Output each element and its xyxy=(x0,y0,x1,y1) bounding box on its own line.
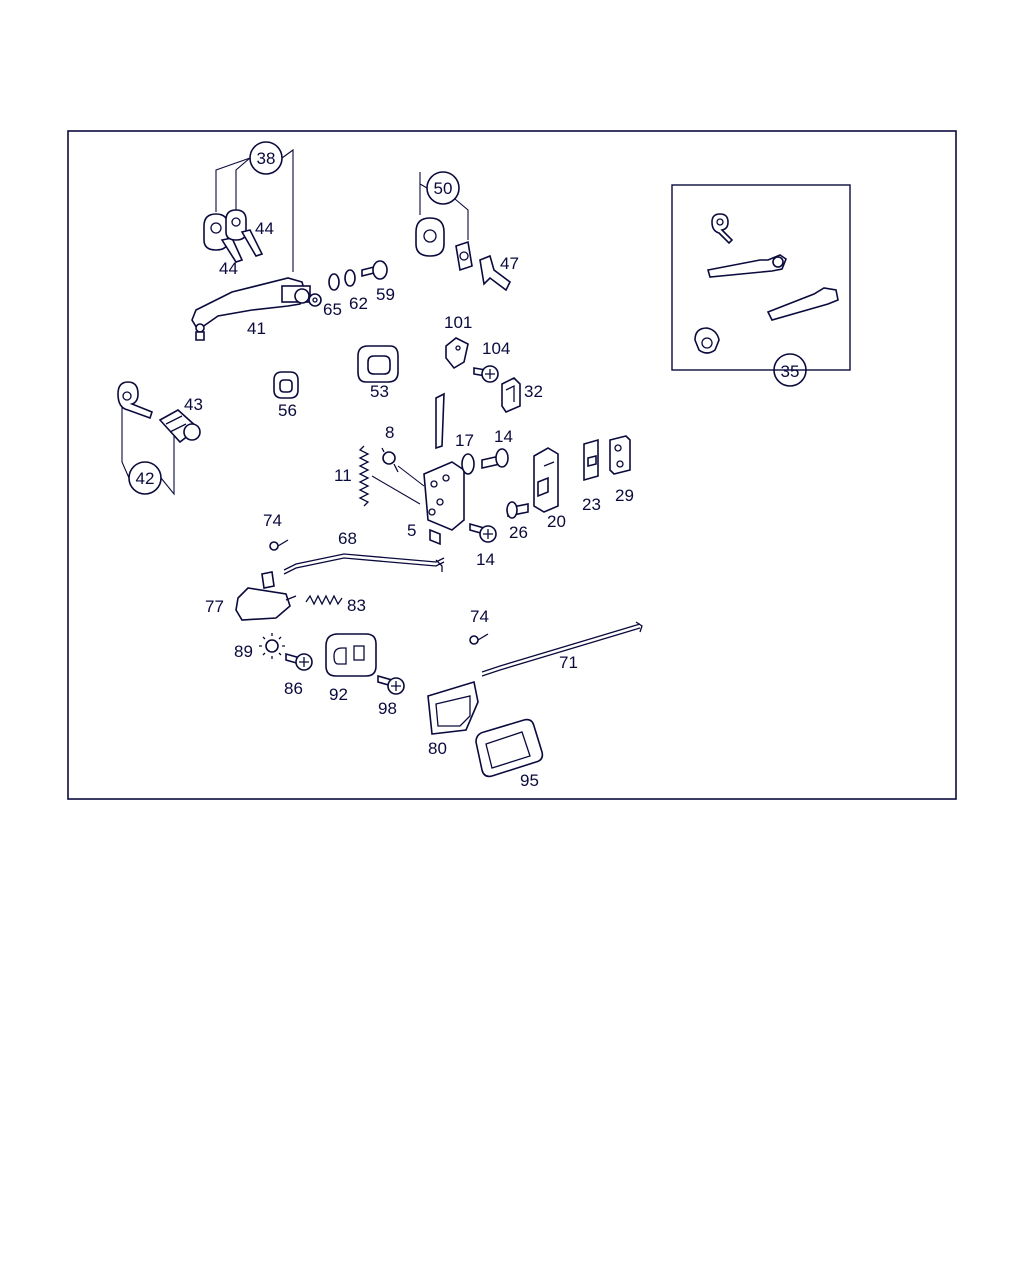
label-62: 62 xyxy=(349,294,368,313)
part-59-screw xyxy=(361,260,388,280)
label-86: 86 xyxy=(284,679,303,698)
part-89-washer xyxy=(259,633,285,659)
part-35-kit-inset xyxy=(671,184,851,371)
part-17-washer xyxy=(461,453,475,475)
label-92: 92 xyxy=(329,685,348,704)
part-104-screw xyxy=(473,365,499,383)
part-29-shim xyxy=(609,435,631,475)
part-83-spring xyxy=(305,594,343,606)
part-47-key-blank xyxy=(479,254,512,292)
label-50: 50 xyxy=(434,179,453,198)
diagram-frame xyxy=(67,130,957,800)
label-11: 11 xyxy=(334,466,352,485)
label-43: 43 xyxy=(184,395,203,414)
part-101-clip xyxy=(445,337,469,370)
label-44-left: 44 xyxy=(219,259,238,278)
label-41: 41 xyxy=(247,319,266,338)
label-5: 5 xyxy=(407,521,416,540)
label-59: 59 xyxy=(376,285,395,304)
part-50-gasket xyxy=(415,217,473,272)
label-32: 32 xyxy=(524,382,543,401)
part-26-screw xyxy=(506,501,529,519)
label-89: 89 xyxy=(234,642,253,661)
part-92-escutcheon xyxy=(325,633,377,677)
label-71: 71 xyxy=(559,653,578,672)
part-74-clip-upper xyxy=(269,539,289,551)
label-53: 53 xyxy=(370,382,389,401)
part-86-screw xyxy=(285,652,313,671)
label-74-upper: 74 xyxy=(263,511,282,530)
part-65-washer xyxy=(308,293,322,307)
label-14-upper: 14 xyxy=(494,427,513,446)
label-44-right: 44 xyxy=(255,219,274,238)
part-20-striker xyxy=(533,447,559,513)
part-56-trim-ring xyxy=(273,371,299,399)
label-47: 47 xyxy=(500,254,519,273)
label-83: 83 xyxy=(347,596,366,615)
part-74-clip-lower xyxy=(469,633,489,645)
part-62-washer xyxy=(328,269,356,291)
part-71-rod xyxy=(481,621,643,677)
part-11-spring xyxy=(358,445,370,507)
label-35: 35 xyxy=(781,362,800,381)
label-29: 29 xyxy=(615,486,634,505)
callout-labels: 38 44 44 41 65 62 59 50 47 35 101 104 32… xyxy=(136,149,800,790)
label-65: 65 xyxy=(323,300,342,319)
part-8-spring xyxy=(381,447,399,473)
label-68: 68 xyxy=(338,529,357,548)
part-43-key xyxy=(117,381,153,420)
part-68-rod xyxy=(283,553,445,575)
label-104: 104 xyxy=(482,339,510,358)
label-26: 26 xyxy=(509,523,528,542)
part-14-screw-upper xyxy=(481,448,509,469)
part-5-lock xyxy=(371,392,465,546)
part-53-trim-ring xyxy=(357,345,399,383)
part-50-callout xyxy=(419,171,469,240)
label-77: 77 xyxy=(205,597,224,616)
part-95-bezel xyxy=(475,718,544,778)
part-38-callout xyxy=(215,141,294,272)
part-77-lever xyxy=(235,571,297,621)
label-80: 80 xyxy=(428,739,447,758)
part-42-callout xyxy=(121,404,175,496)
part-32-bracket xyxy=(501,377,521,413)
label-74-lower: 74 xyxy=(470,607,489,626)
part-23-shim xyxy=(583,438,599,482)
part-35-callout xyxy=(773,353,807,387)
label-20: 20 xyxy=(547,512,566,531)
label-101: 101 xyxy=(444,313,472,332)
label-98: 98 xyxy=(378,699,397,718)
part-44-gasket-right xyxy=(225,209,264,257)
label-23: 23 xyxy=(582,495,601,514)
part-43-lock-cylinder xyxy=(158,409,201,444)
part-80-inner-handle xyxy=(427,680,479,735)
part-41-outer-handle xyxy=(191,277,311,341)
part-44-gasket-left xyxy=(203,213,244,263)
label-8: 8 xyxy=(385,423,394,442)
label-38: 38 xyxy=(257,149,276,168)
part-14-screw-lower xyxy=(469,522,497,543)
label-42: 42 xyxy=(136,469,155,488)
label-14-lower: 14 xyxy=(476,550,495,569)
label-17: 17 xyxy=(455,431,474,450)
label-56: 56 xyxy=(278,401,297,420)
label-95: 95 xyxy=(520,771,539,790)
part-98-screw xyxy=(377,674,405,695)
